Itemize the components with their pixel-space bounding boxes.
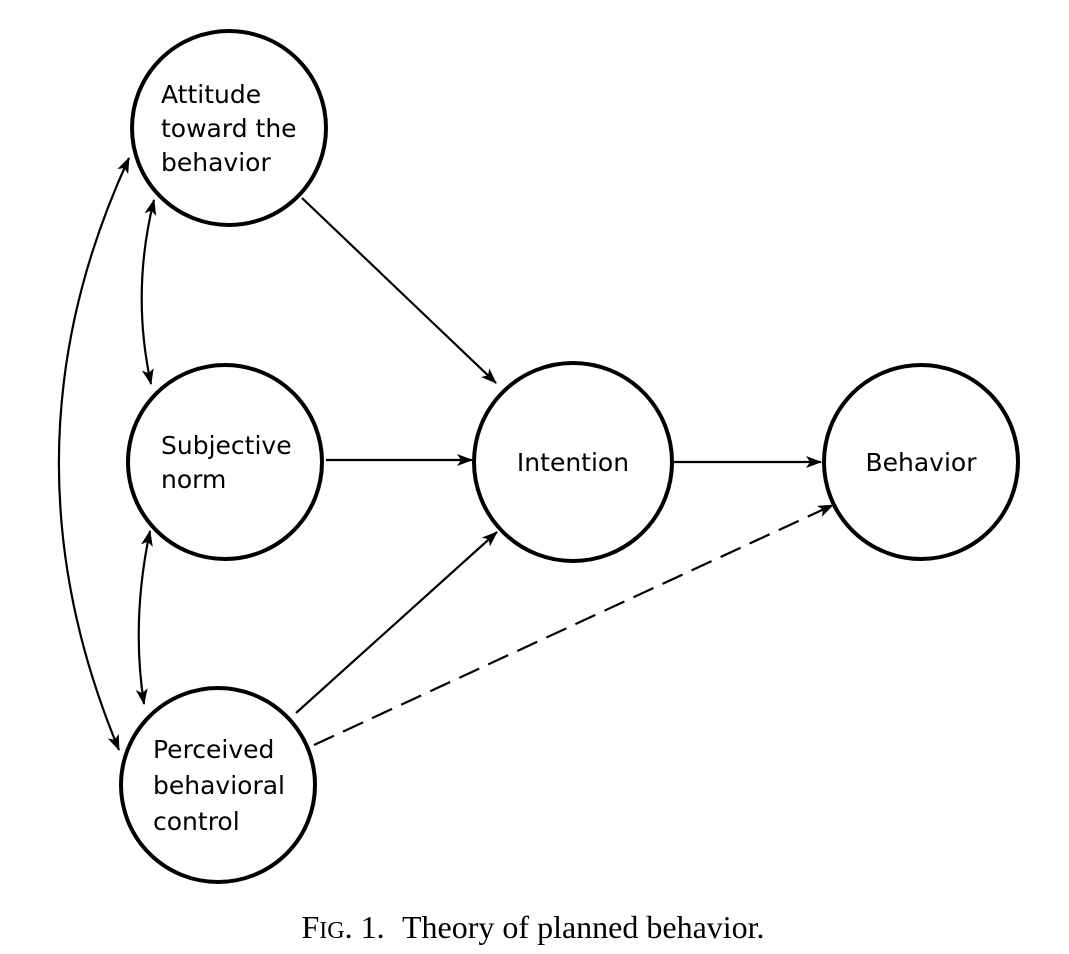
caption-fig-rest: IG (319, 918, 344, 944)
node-intention: Intention (472, 361, 674, 563)
edges-layer (57, 157, 834, 751)
node-attitude: Attitude toward the behavior (130, 29, 328, 227)
figure-caption: FIG. 1. Theory of planned behavior. (301, 909, 764, 945)
node-control-label-line: behavioral (153, 771, 285, 800)
node-control-label-line: Perceived (153, 735, 274, 764)
caption-fig-number: . 1. (345, 909, 385, 945)
node-control-circle (119, 686, 317, 884)
node-control-label-line: control (153, 807, 240, 836)
node-attitude-circle (130, 29, 328, 227)
node-norm-label-line: norm (161, 465, 226, 494)
node-attitude-label-line: behavior (161, 148, 271, 177)
node-control: Perceived behavioral control (119, 686, 317, 884)
edge-attitude-control-bidirectional-arrow (57, 157, 130, 751)
caption-text: Theory of planned behavior. (402, 909, 765, 945)
node-norm-circle (126, 363, 324, 561)
edge-attitude-intention-arrow (301, 197, 497, 384)
node-attitude-label-line: toward the (161, 114, 297, 143)
edge-control-intention-arrow (295, 531, 498, 714)
caption-fig-initial: F (301, 909, 319, 945)
node-norm: Subjective norm (126, 363, 324, 561)
node-behavior-circle (822, 363, 1020, 561)
node-attitude-label-line: Attitude (161, 80, 261, 109)
node-norm-label-line: Subjective (161, 431, 292, 460)
edge-norm-control-bidirectional-arrow (135, 530, 153, 705)
node-behavior: Behavior (822, 363, 1020, 561)
node-intention-circle (472, 361, 674, 563)
node-behavior-label-line: Behavior (865, 448, 977, 477)
edge-attitude-norm-bidirectional-arrow (140, 199, 157, 385)
node-intention-label-line: Intention (517, 448, 629, 477)
